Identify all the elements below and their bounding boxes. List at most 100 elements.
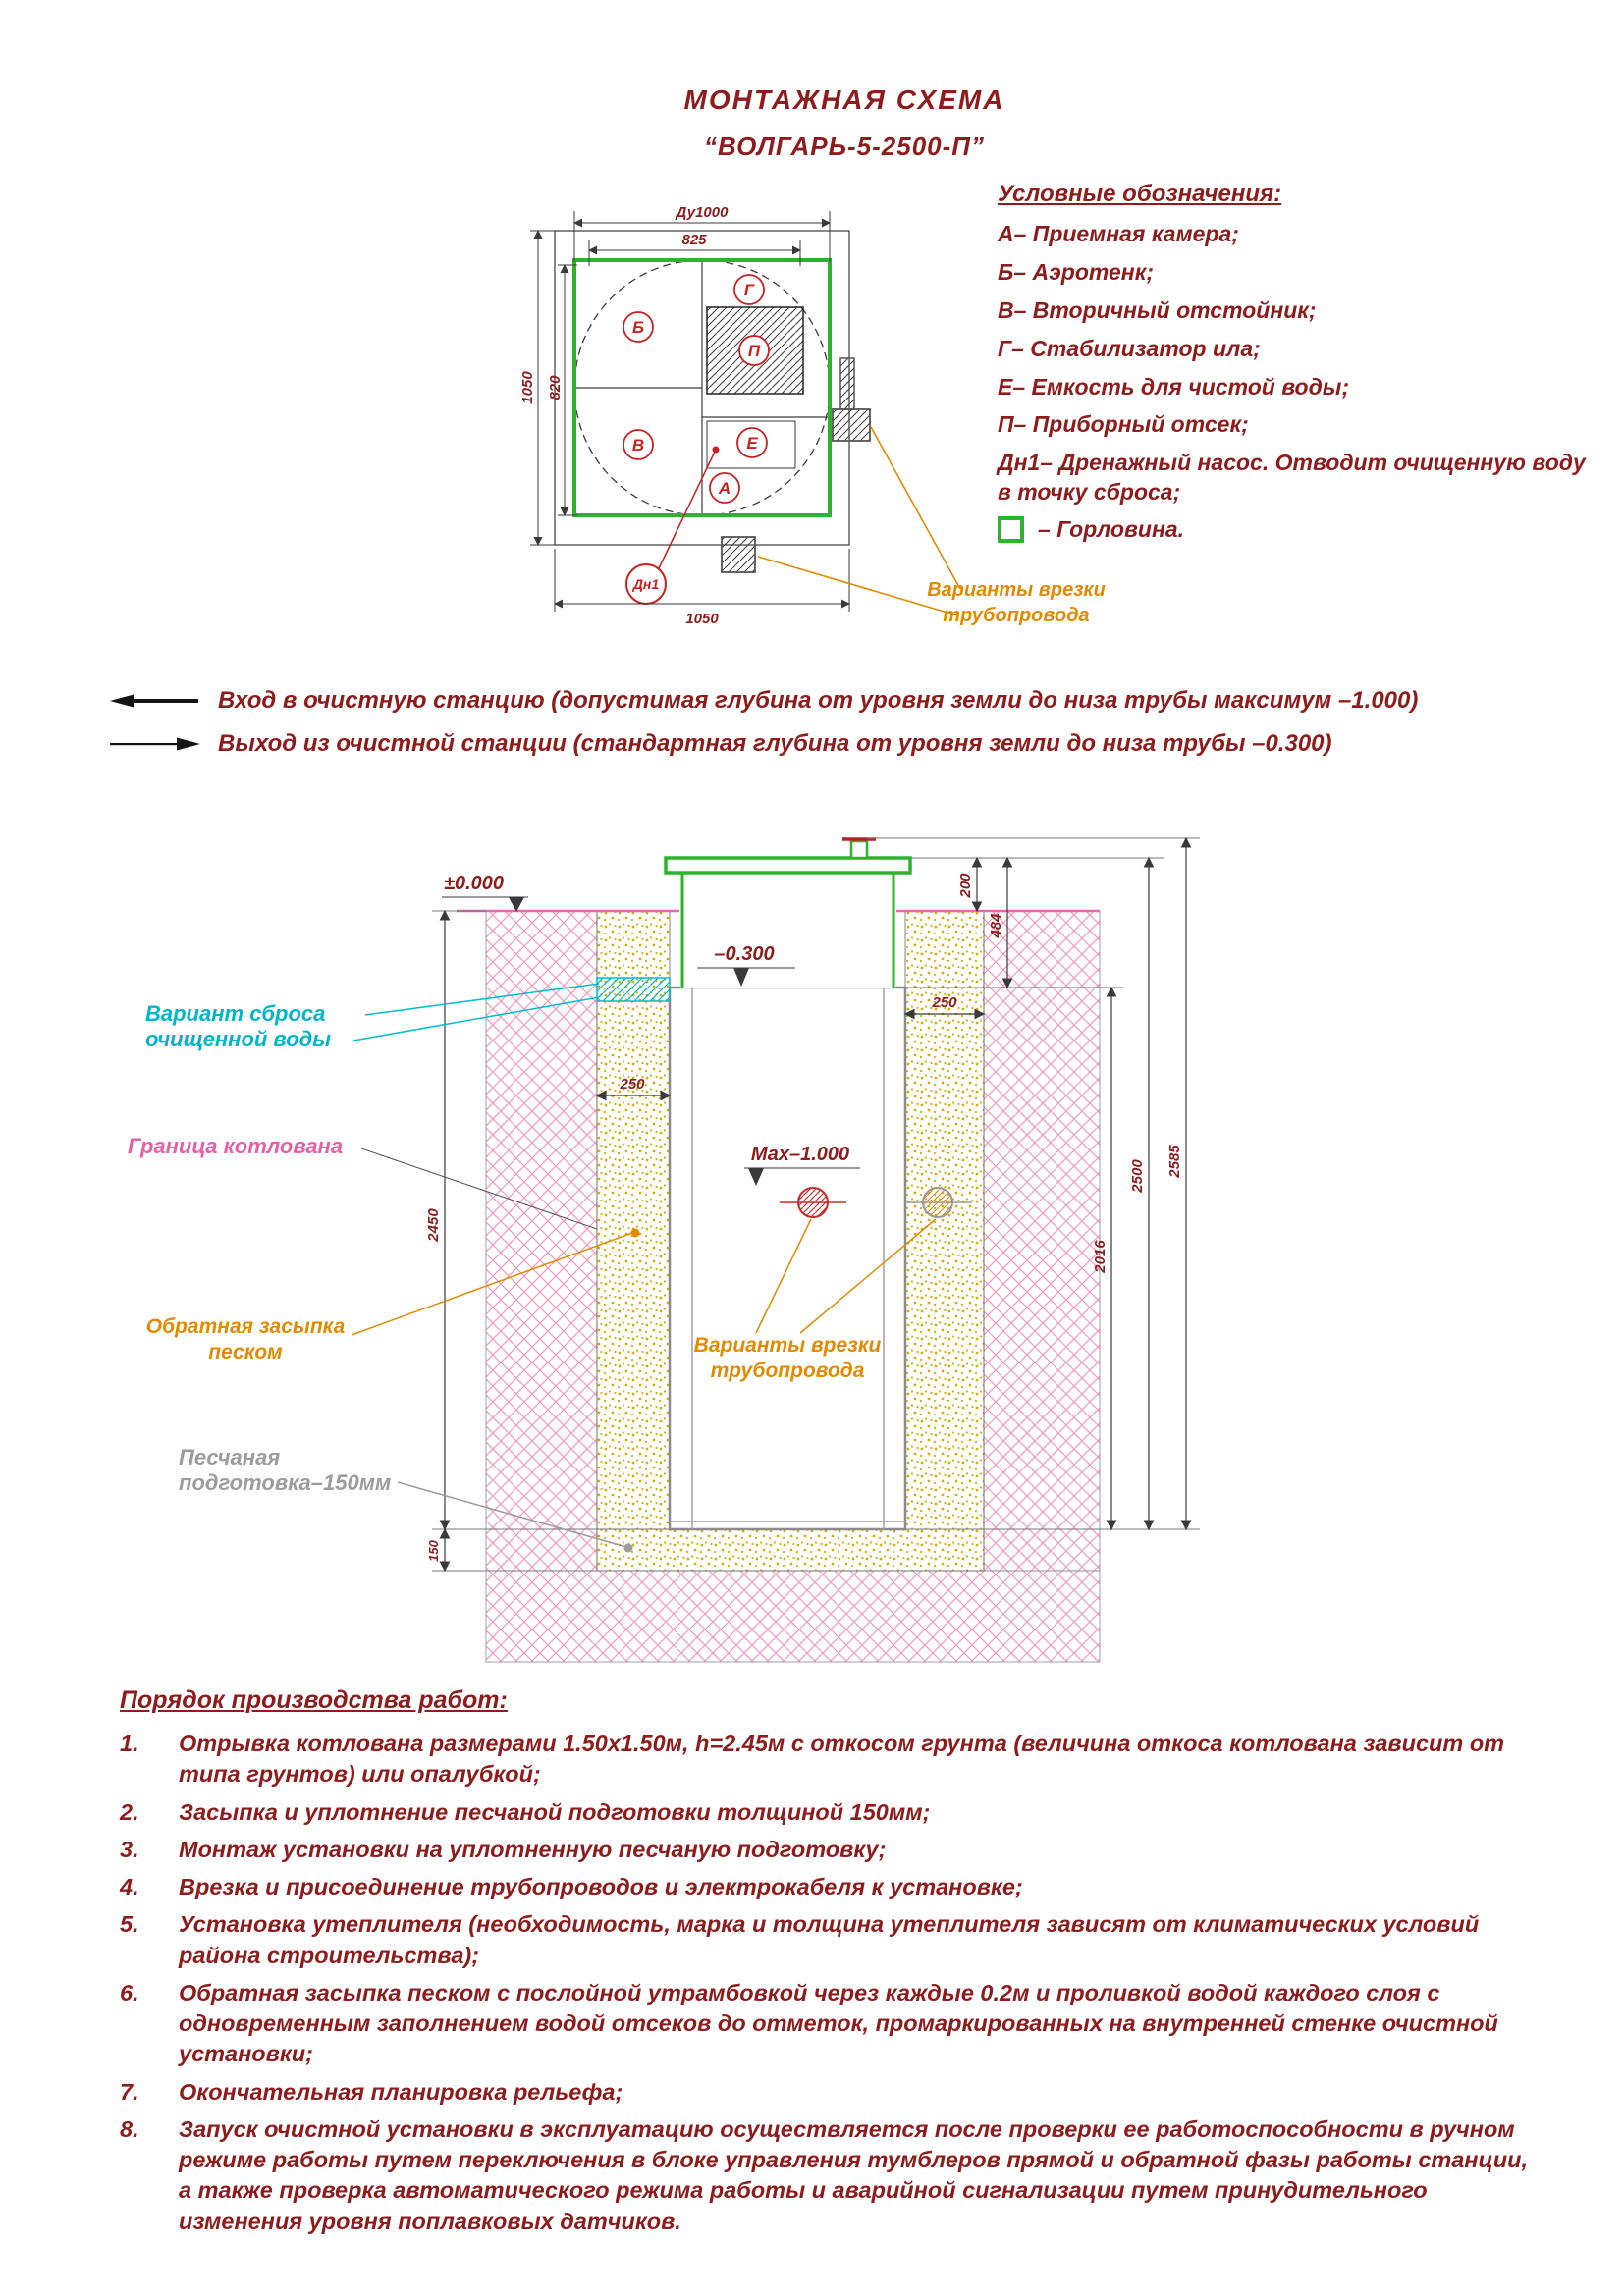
item-number: 3. [120,1836,139,1862]
plan-gorlovina-square [572,258,832,517]
tank-body [668,986,907,1531]
title-block: МОНТАЖНАЯ СХЕМА “ВОЛГАРЬ-5-2500-П” [59,84,1624,162]
work-order-item: 7. Окончательная планировка рельефа; [120,2077,1534,2108]
plan-tap-note-line2: трубопровода [943,605,1089,626]
inlet-note-row: Вход в очистную станцию (допустимая глуб… [110,687,1602,715]
gorlovina-swatch-icon [998,516,1024,544]
item-text: Засыпка и уплотнение песчаной подготовки… [179,1798,931,1825]
plan-dimension-texts: Ду1000 825 1050 820 1050 [519,204,729,627]
level-minus-0300: –0.300 [714,943,774,965]
plan-dimensions [530,211,850,612]
dimension-texts: 2450 150 200 484 2016 2500 2585 250 250 [425,873,1183,1562]
plan-tap-note: Варианты врезки трубопровода [757,426,1106,626]
tap-label-line2: трубопровода [711,1360,865,1382]
legend: Условные обозначения: А– Приемная камера… [998,181,1597,544]
sand-prep-label-line2: подготовка–150мм [179,1470,391,1495]
dim-150: 150 [426,1539,441,1561]
item-number: 8. [120,2115,139,2142]
level-zero: ±0.000 [444,873,504,894]
item-text: Запуск очистной установки в эксплуатацию… [179,2115,1528,2234]
legend-item-dn1: Дн1– Дренажный насос. Отводит очищенную … [998,450,1586,506]
pipe-tap-points [780,1187,972,1218]
item-text: Обратная засыпка песком с послойной утра… [179,1979,1498,2067]
legend-title: Условные обозначения: [998,181,1282,207]
dim-2016: 2016 [1092,1240,1109,1274]
drain-pump-label: Дн1 [632,576,660,592]
item-number: 2. [120,1798,139,1825]
dim-484: 484 [988,913,1004,939]
plan-pipe-stub [839,357,855,410]
plan-dim-820: 820 [547,375,564,400]
work-order-item: 4. Врезка и присоединение трубопроводов … [120,1872,1534,1902]
tank-neck-and-lid [664,837,912,988]
discharge-pipe-region [596,977,671,1002]
item-text: Врезка и присоединение трубопроводов и э… [179,1874,1023,1899]
soil-hatch-regions [485,910,1101,1663]
item-text: Монтаж установки на уплотненную песчаную… [179,1836,887,1862]
dimension-lines [439,836,1192,1573]
item-number: 6. [120,1979,139,2005]
plan-dim-1050-left: 1050 [519,371,536,404]
dim-2450: 2450 [425,1208,442,1243]
item-number: 7. [120,2078,139,2105]
item-text: Окончательная планировка рельефа; [179,2078,623,2105]
plan-tap-point-bottom [721,536,756,573]
item-number: 4. [120,1874,139,1899]
gorlovina-label: – Горловина. [1038,516,1185,543]
compartment-p-label: П [748,342,761,360]
inlet-note-text: Вход в очистную станцию (допустимая глуб… [218,687,1419,714]
page-title: МОНТАЖНАЯ СХЕМА [683,84,1005,115]
tap-circle-orange [922,1187,953,1218]
outlet-note-row: Выход из очистной станции (стандартная г… [110,730,1602,758]
legend-item-gorlovina: – Горловина. [998,516,1597,544]
work-order-item: 2. Засыпка и уплотнение песчаной подгото… [120,1797,1534,1828]
work-order-item: 8. Запуск очистной установки в эксплуата… [120,2114,1534,2237]
level-marks: ±0.000 –0.300 Мах–1.000 [442,873,860,1186]
annotation-sand-prep: Песчаная подготовка–150мм [179,1445,633,1553]
level-max-1000: Мах–1.000 [751,1144,849,1165]
item-text: Отрывка котлована размерами 1.50х1.50м, … [179,1731,1505,1788]
outlet-arrow-icon [110,736,200,752]
compartment-b-label: Б [632,318,644,337]
outlet-note-text: Выход из очистной станции (стандартная г… [218,730,1332,757]
plan-body [554,230,871,573]
inlet-arrow-icon [110,693,200,709]
dim-250-left: 250 [619,1076,645,1093]
flow-notes: Вход в очистную станцию (допустимая глуб… [110,687,1602,774]
plan-tap-note-line1: Варианты врезки [927,579,1106,601]
vent-stub [849,839,869,860]
plan-view-drawing: Б Г П В Е А Дн1 [519,204,1106,627]
compartment-a-label: А [718,479,731,498]
work-order-item: 3. Монтаж установки на уплотненную песча… [120,1835,1534,1865]
backfill-label-line1: Обратная засыпка [146,1315,346,1338]
item-text: Установка утеплителя (необходимость, мар… [179,1911,1480,1968]
legend-item-b: Б– Аэротенк; [998,258,1155,285]
legend-item-p: П– Приборный отсек; [998,411,1249,438]
discharge-label-line1: Вариант сброса [145,1001,325,1026]
pit-boundary-label: Граница котлована [128,1134,343,1158]
work-order-item: 1. Отрывка котлована размерами 1.50х1.50… [120,1729,1534,1790]
backfill-label-line2: песком [208,1341,283,1363]
plan-dim-825: 825 [681,232,707,248]
dim-2500: 2500 [1129,1159,1146,1194]
tap-label-line1: Варианты врезки [694,1334,882,1357]
tank-lid [664,856,912,875]
compartment-g-label: Г [744,281,756,299]
plan-compartment-labels: Б Г П В Е А Дн1 [623,274,770,605]
sand-prep-label-line1: Песчаная [179,1445,280,1469]
legend-item-a: А– Приемная камера; [998,221,1239,246]
compartment-v-label: В [632,436,644,454]
work-order: Порядок производства работ: 1. Отрывка к… [120,1686,1534,2244]
legend-item-g: Г– Стабилизатор ила; [998,335,1261,361]
plan-tap-point-right [832,408,871,442]
legend-item-e: Е– Емкость для чистой воды; [998,373,1350,400]
plan-dim-du1000: Ду1000 [675,204,730,221]
work-order-item: 6. Обратная засыпка песком с послойной у… [120,1978,1534,2070]
dim-2585: 2585 [1166,1145,1183,1179]
dim-200: 200 [957,873,974,899]
legend-item-v: В– Вторичный отстойник; [998,296,1317,323]
annotation-tap-options: Варианты врезки трубопровода [694,1218,937,1382]
page-subtitle: “ВОЛГАРЬ-5-2500-П” [703,132,985,161]
work-order-item: 5. Установка утеплителя (необходимость, … [120,1909,1534,1971]
